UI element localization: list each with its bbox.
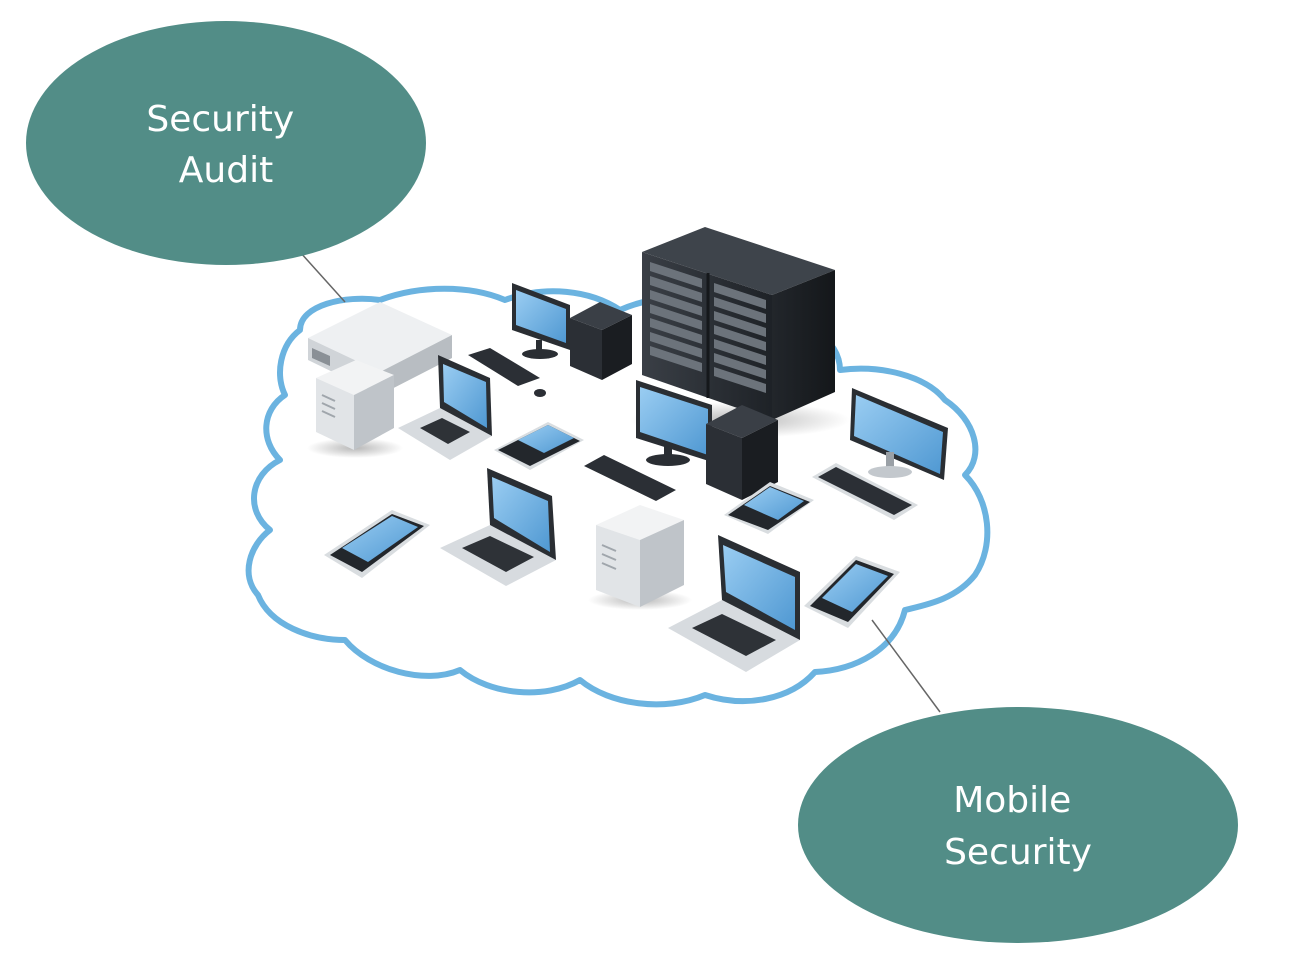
keyboard-icon: [584, 455, 676, 501]
tower-pc-dark-icon: [570, 302, 632, 380]
laptop-icon: [440, 468, 556, 586]
callout-mobile-security: Mobile Security: [798, 707, 1238, 943]
leader-line-security-audit: [299, 251, 346, 303]
smartphone-icon: [324, 510, 430, 578]
callout-bubble: [798, 707, 1238, 943]
smartphone-icon: [494, 422, 584, 470]
smartphone-icon: [804, 556, 900, 628]
callout-bubble: [26, 21, 426, 265]
mouse-icon: [534, 389, 546, 397]
laptop-icon: [398, 355, 492, 460]
leader-line-mobile-security: [871, 619, 941, 713]
callout-line: Mobile: [953, 780, 1071, 821]
tower-pc-icon: [588, 505, 692, 610]
callout-security-audit: Security Audit: [26, 21, 426, 265]
callout-line: Audit: [179, 150, 273, 191]
svg-text:Mobile Security: Mobile Security: [944, 780, 1092, 873]
desktop-monitor-icon: [512, 283, 570, 359]
tower-pc-dark-icon: [706, 405, 778, 500]
laptop-icon: [668, 535, 800, 672]
desktop-monitor-icon: [850, 388, 948, 480]
keyboard-icon: [468, 348, 540, 386]
svg-text:Security Audit: Security Audit: [146, 99, 305, 191]
callout-line: Security: [146, 99, 294, 140]
keyboard-icon: [812, 463, 918, 520]
callout-line: Security: [944, 832, 1092, 873]
tower-pc-icon: [307, 360, 403, 458]
smartphone-icon: [724, 482, 814, 534]
desktop-monitor-icon: [636, 380, 712, 466]
